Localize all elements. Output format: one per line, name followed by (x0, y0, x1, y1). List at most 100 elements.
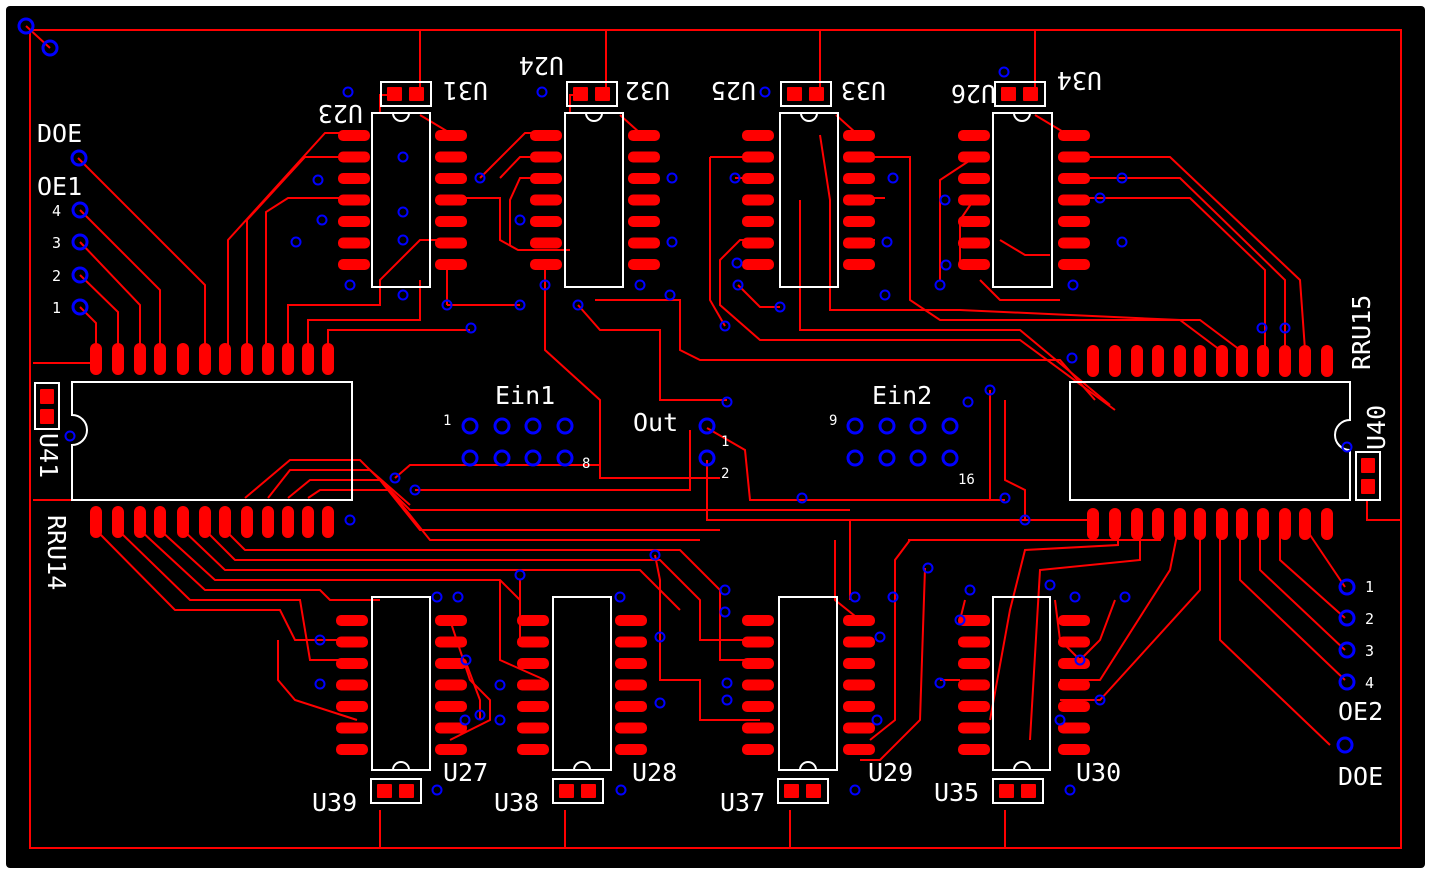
header-ein1-last-pin: 8 (582, 456, 590, 472)
chip-u27-label: U27 (443, 758, 488, 787)
left-pin-1-label: 1 (52, 299, 61, 317)
ic-pad (958, 194, 990, 206)
chip-u37-label: U37 (720, 788, 765, 817)
routing-via (719, 584, 731, 596)
rru15-bottom-pad (1194, 508, 1206, 540)
ic-pad (742, 636, 774, 648)
routing-via (514, 299, 526, 311)
routing-via (397, 289, 409, 301)
routing-via (731, 257, 743, 269)
routing-via (962, 396, 974, 408)
chip-u41-label: U41 (34, 433, 63, 478)
routing-via (314, 634, 326, 646)
ic-pad (1058, 237, 1090, 249)
ic-pad (435, 237, 467, 249)
connector-via (1338, 609, 1356, 627)
chip-u35-label: U35 (934, 778, 979, 807)
chip-u28-body (552, 596, 612, 771)
routing-via (441, 299, 453, 311)
cap-u39-outline (370, 778, 422, 804)
ic-pad (843, 216, 875, 227)
ic-pad (843, 701, 875, 712)
routing-via (664, 289, 676, 301)
connector-via (17, 17, 35, 35)
routing-via (572, 299, 584, 311)
ic-pad (1058, 744, 1090, 755)
left-oe1-label: OE1 (37, 172, 82, 201)
rru14-bottom-pad (112, 506, 124, 538)
cap-u32-outline (566, 81, 618, 107)
rru14-bottom-pad (241, 506, 253, 538)
rru15-bottom-pad (1257, 508, 1269, 540)
ic-pad (435, 259, 467, 270)
ic-pad (1058, 130, 1090, 141)
routing-via (494, 714, 506, 726)
chip-u34-label: U34 (1057, 66, 1102, 95)
rru15-bottom-pad (1109, 508, 1121, 540)
ein1-via (461, 417, 479, 435)
routing-via (922, 562, 934, 574)
ic-pad (742, 658, 774, 669)
routing-via (314, 678, 326, 690)
chip-u31-label: U31 (443, 76, 488, 105)
ein1-via (524, 417, 542, 435)
ic-pad (843, 259, 875, 270)
ein1-via (524, 449, 542, 467)
ic-pad (517, 615, 549, 626)
ic-pad (530, 237, 562, 249)
rru14-top-pad (282, 343, 294, 375)
cap-pad (787, 87, 802, 101)
ic-pad (958, 679, 990, 691)
rru15-top-pad (1131, 345, 1143, 377)
rru15-bottom-pad (1131, 508, 1143, 540)
routing-via (389, 472, 401, 484)
vias (17, 17, 1356, 796)
smd-pads (40, 87, 1375, 798)
cap-pad (377, 784, 392, 798)
ic-pad (435, 130, 467, 141)
ic-pad (628, 151, 660, 163)
chip-u33-label: U33 (841, 76, 886, 105)
ic-pad (615, 658, 647, 669)
cap-pad (40, 389, 54, 404)
ic-pad (435, 151, 467, 163)
routing-via (654, 631, 666, 643)
ein1-via (556, 449, 574, 467)
rru15-top-pad (1257, 345, 1269, 377)
right-doe-label: DOE (1338, 762, 1383, 791)
right-pin-4-label: 4 (1365, 674, 1374, 692)
routing-via (721, 396, 733, 408)
ic-pad (1058, 216, 1090, 227)
routing-via (409, 484, 421, 496)
rru14-bottom-pad (134, 506, 146, 538)
header-out-label: Out (633, 408, 678, 437)
rru15-bottom-pad (1279, 508, 1291, 540)
ic-pad (1058, 636, 1090, 648)
rru14-top-pad (154, 343, 166, 375)
connector-via (71, 201, 89, 219)
ic-pad (1058, 722, 1090, 734)
routing-via (514, 569, 526, 581)
ic-pad (338, 216, 370, 227)
routing-via (954, 614, 966, 626)
header-out-pin-2: 2 (721, 466, 729, 482)
ic-pad (336, 636, 368, 648)
ic-pad (843, 679, 875, 691)
right-oe2-label: OE2 (1338, 697, 1383, 726)
ic-pad (615, 636, 647, 648)
cap-pad (784, 784, 799, 798)
cap-pad (1023, 87, 1038, 101)
rru14-top-pad (112, 343, 124, 375)
out-via (698, 417, 716, 435)
connector-via (1338, 578, 1356, 596)
connector-via (1338, 641, 1356, 659)
routing-via (1094, 192, 1106, 204)
routing-via (536, 86, 548, 98)
chip-u38-label: U38 (494, 788, 539, 817)
routing-via (729, 172, 741, 184)
routing-via (721, 694, 733, 706)
cap-pad (40, 409, 54, 424)
ic-pad (530, 173, 562, 184)
ic-pad (843, 194, 875, 206)
ic-pad (435, 701, 467, 712)
